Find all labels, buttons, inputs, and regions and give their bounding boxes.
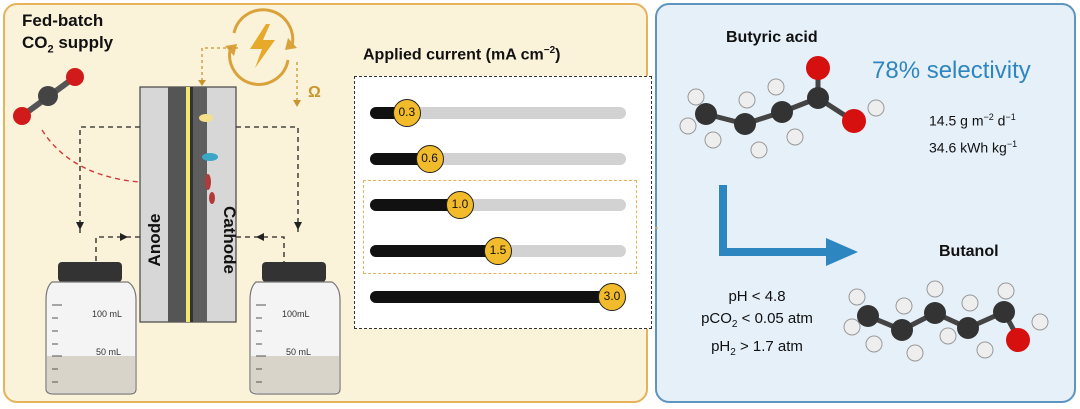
ohm-label: Ω [308,84,321,101]
current-slider-track [370,153,626,165]
current-slider-fill [370,291,616,303]
cathode-label: Cathode [220,206,239,274]
microbe-icons [199,114,218,204]
current-level-knob[interactable]: 1.5 [484,237,512,265]
conditions-block: pH < 4.8 pCO2 < 0.05 atm pH2 > 1.7 atm [701,288,813,358]
left-bottle-mark-50: 50 mL [96,347,122,357]
current-slider-fill [370,245,502,257]
right-bottle [249,262,341,395]
left-bottle [45,262,137,395]
left-bottle-mark-100: 100 mL [92,309,123,319]
butyric-acid-molecule-icon [679,56,885,159]
applied-current-title: Applied current (mA cm−2) [363,45,561,64]
butanol-label: Butanol [939,243,999,260]
current-level-knob[interactable]: 3.0 [598,283,626,311]
right-bottle-mark-100: 100mL [282,309,310,319]
butanol-molecule-icon [843,280,1049,362]
production-rate: 14.5 g m−2 d−1 [929,112,1016,129]
butyric-acid-label: Butyric acid [726,29,818,46]
current-slider-track [370,199,626,211]
power-supply-icon [225,8,297,86]
current-level-knob[interactable]: 1.0 [446,191,474,219]
current-slider-track [370,291,626,303]
anode-label: Anode [145,213,164,267]
conversion-arrow-icon [719,185,828,256]
current-level-knob[interactable]: 0.3 [392,99,421,127]
right-bottle-mark-50: 50 mL [286,347,312,357]
current-slider-fill [370,199,464,211]
co2-supply-title: Fed-batch CO2 supply [22,11,114,56]
co2-molecule-icon [13,68,84,125]
energy-consumption: 34.6 kWh kg−1 [929,139,1018,156]
current-level-knob[interactable]: 0.6 [415,145,444,173]
highlight-box [363,180,637,274]
selectivity-label: 78% selectivity [872,57,1031,84]
